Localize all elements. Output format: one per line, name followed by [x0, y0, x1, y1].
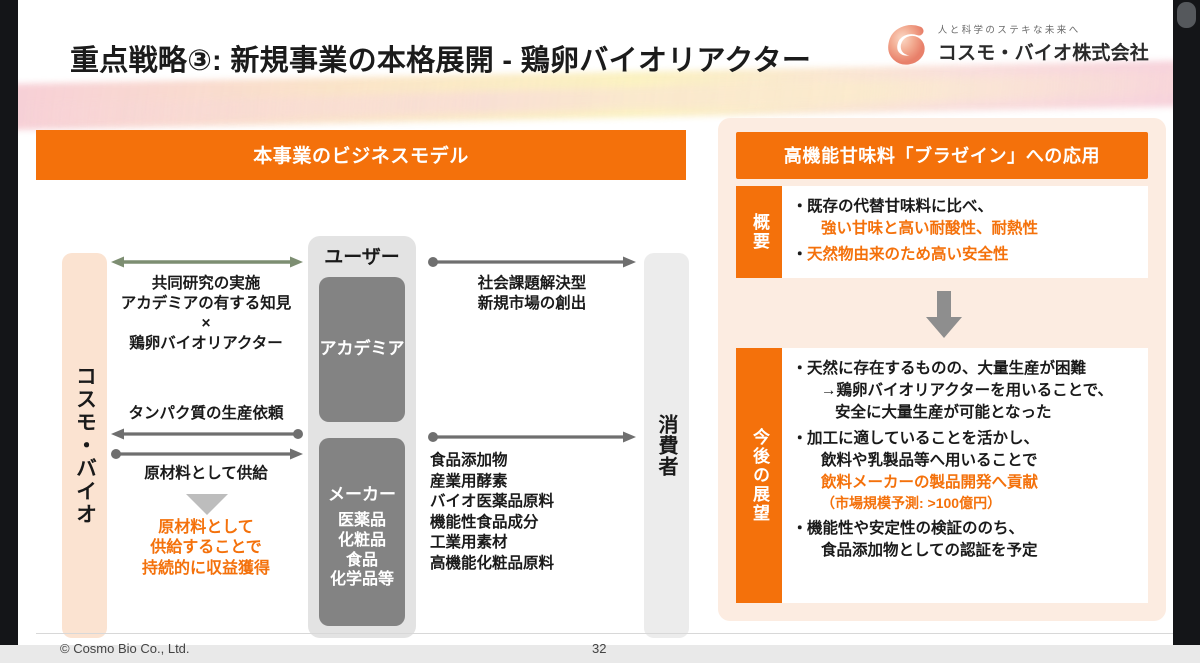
outlook-tab: 今後の展望 [736, 348, 782, 603]
material-supply-text: 原材料として供給 [144, 465, 268, 482]
logo-text-block: 人と科学のステキな未来へ コスモ・バイオ株式会社 [938, 22, 1149, 65]
logo-company-name: コスモ・バイオ株式会社 [937, 43, 1149, 64]
viewer-right-rail [1173, 0, 1200, 663]
brazzein-application-panel: 高機能甘味料「ブラゼイン」への応用 概要 ・ 既存の代替甘味料に比べ、 強い甘味… [718, 118, 1166, 621]
outlook-section: 今後の展望 ・ 天然に存在するものの、大量生産が困難 →鶏卵バイオリアクターを用… [736, 348, 1148, 603]
business-model-diagram: コスモ・バイオ ユーザー アカデミア メーカー 医薬品 化粧品 食品 化学品等 [36, 196, 689, 638]
outlook-bullet: ・ 加工に適していることを活かし、 飲料や乳製品等へ用いることで 飲料メーカーの… [792, 428, 1140, 514]
protein-request-text: タンパク質の生産依頼 [128, 405, 284, 422]
footer-divider [36, 633, 1173, 634]
consumer-column: 消費者 [644, 253, 689, 638]
academia-box: アカデミア [319, 277, 405, 422]
overview-body: ・ 既存の代替甘味料に比べ、 強い甘味と高い耐酸性、耐熱性 ・ 天然物由来のため… [782, 186, 1148, 278]
logo-tagline: 人と科学のステキな未来へ [937, 25, 1081, 36]
outlook-bullet: ・ 機能性や安定性の検証ののち、 食品添加物としての認証を予定 [792, 518, 1140, 562]
outlook-accent-market-size: （市場規模予測: >100億円） [821, 495, 1002, 511]
outlook-body: ・ 天然に存在するものの、大量生産が困難 →鶏卵バイオリアクターを用いることで、… [782, 348, 1148, 603]
consumer-label: 消費者 [655, 414, 677, 477]
maker-item: 化学品等 [329, 571, 394, 589]
revenue-note-text: 原材料として 供給することで 持続的に収益獲得 [141, 519, 270, 577]
overview-bullet-accent: 強い甘味と高い耐酸性、耐熱性 [821, 220, 1039, 237]
footer-page-number: 32 [592, 641, 607, 656]
overview-tab: 概要 [736, 186, 782, 278]
down-arrow-icon [924, 291, 964, 339]
maker-item: 医薬品 [337, 512, 386, 530]
footer-band [0, 645, 1200, 663]
product-list-item: 産業用酵素 [430, 472, 508, 490]
academia-label: アカデミア [319, 339, 405, 358]
business-model-panel: 本事業のビジネスモデル コスモ・バイオ ユーザー アカデミア メーカー 医薬品 … [36, 130, 689, 638]
joint-research-arrow-icon [111, 256, 303, 268]
business-model-header: 本事業のビジネスモデル [36, 130, 686, 180]
overview-section: 概要 ・ 既存の代替甘味料に比べ、 強い甘味と高い耐酸性、耐熱性 ・ 天然物由来… [736, 186, 1148, 278]
joint-research-text: 共同研究の実施 アカデミアの有する知見 × 鶏卵バイオリアクター [120, 275, 292, 353]
protein-request-arrow-icon [111, 428, 303, 440]
presentation-slide: 重点戦略③: 新規事業の本格展開 - 鶏卵バイオリアクター 人と科学のステキな未… [18, 0, 1173, 663]
vertical-scrollbar-thumb[interactable] [1177, 2, 1196, 28]
social-value-text: 社会課題解決型 新規市場の創出 [477, 275, 587, 313]
outlook-accent-contribution: 飲料メーカーの製品開発へ貢献 [821, 474, 1039, 491]
maker-item: 食品 [345, 551, 378, 569]
product-list-item: 食品添加物 [430, 452, 508, 469]
viewer-left-rail [0, 0, 18, 663]
social-value-arrow-icon [428, 256, 636, 268]
bullet-dot-icon: ・ [792, 246, 808, 263]
overview-tab-label: 概要 [750, 213, 770, 251]
logo-peach-icon [886, 23, 928, 65]
bullet-dot-icon: ・ [792, 430, 808, 447]
page-title: 重点戦略③: 新規事業の本格展開 - 鶏卵バイオリアクター [70, 45, 812, 77]
overview-bullet-plain: 既存の代替甘味料に比べ、 [807, 198, 994, 215]
overview-bullet: ・ 天然物由来のため高い安全性 [792, 244, 1140, 266]
cosmo-bio-column: コスモ・バイオ [62, 253, 107, 638]
maker-label: メーカー [328, 485, 396, 505]
product-list-item: 工業用素材 [430, 534, 508, 552]
product-list-item: バイオ医薬品原料 [430, 493, 555, 511]
product-list-item: 機能性食品成分 [430, 513, 539, 531]
revenue-chevron-icon [186, 494, 228, 521]
overview-bullet-accent: 天然物由来のため高い安全性 [807, 246, 1009, 263]
company-logo: 人と科学のステキな未来へ コスモ・バイオ株式会社 [886, 22, 1149, 65]
product-list: 食品添加物 産業用酵素 バイオ医薬品原料 機能性食品成分 工業用素材 高機能化粧… [430, 451, 554, 575]
user-column-label: ユーザー [324, 247, 400, 268]
user-column: ユーザー アカデミア メーカー 医薬品 化粧品 食品 化学品等 [308, 236, 416, 638]
maker-item: 化粧品 [337, 531, 386, 549]
bullet-dot-icon: ・ [792, 198, 808, 215]
cosmo-bio-label: コスモ・バイオ [73, 365, 97, 526]
maker-box: メーカー 医薬品 化粧品 食品 化学品等 [319, 438, 405, 626]
footer-copyright: © Cosmo Bio Co., Ltd. [60, 641, 190, 656]
outlook-tab-label: 今後の展望 [750, 428, 770, 523]
brazzein-panel-header: 高機能甘味料「ブラゼイン」への応用 [736, 132, 1148, 179]
product-list-item: 高機能化粧品原料 [430, 555, 555, 573]
outlook-bullet: ・ 天然に存在するものの、大量生産が困難 →鶏卵バイオリアクターを用いることで、… [792, 358, 1140, 424]
bullet-dot-icon: ・ [792, 519, 808, 537]
maker-to-consumer-arrow-icon [428, 431, 636, 443]
overview-bullet: ・ 既存の代替甘味料に比べ、 強い甘味と高い耐酸性、耐熱性 [792, 196, 1140, 240]
material-supply-arrow-icon [111, 448, 303, 460]
bullet-dot-icon: ・ [792, 360, 808, 377]
